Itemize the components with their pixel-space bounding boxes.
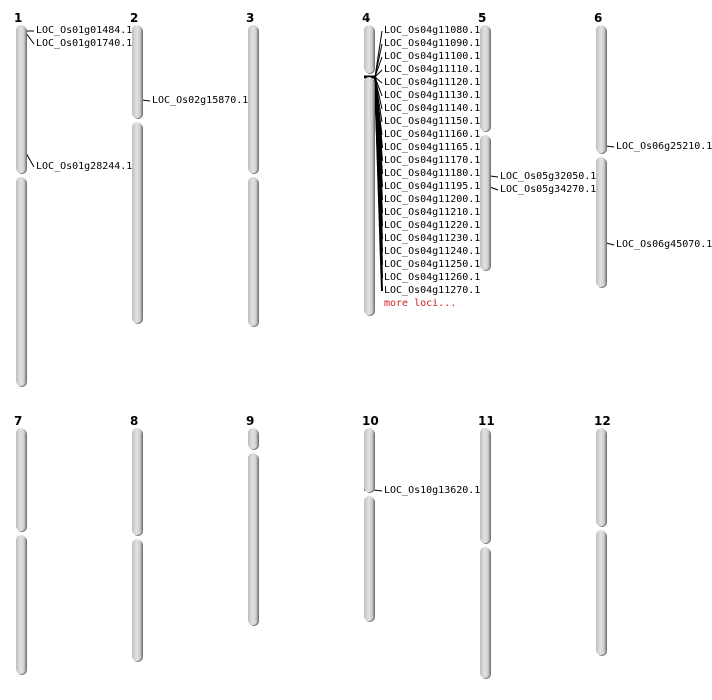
locus-label[interactable]: LOC_Os04g11150.1 bbox=[384, 116, 481, 127]
locus-connector bbox=[25, 152, 35, 168]
locus-connector bbox=[374, 76, 383, 292]
locus-connector bbox=[25, 32, 35, 45]
chromosome-arm-q[interactable] bbox=[480, 547, 490, 678]
chromosome-number: 3 bbox=[246, 11, 255, 25]
locus-label[interactable]: LOC_Os06g45070.1 bbox=[616, 239, 712, 250]
chromosome-arm-q[interactable] bbox=[596, 157, 606, 287]
locus-connector bbox=[489, 186, 499, 191]
locus-label[interactable]: LOC_Os01g01484.1 bbox=[36, 25, 133, 36]
more-loci-link[interactable]: more loci... bbox=[384, 298, 457, 309]
chromosome-number: 8 bbox=[130, 414, 139, 428]
locus-connector bbox=[605, 145, 615, 148]
locus-label[interactable]: LOC_Os04g11140.1 bbox=[384, 103, 481, 114]
locus-label[interactable]: LOC_Os04g11080.1 bbox=[384, 25, 481, 36]
chromosome-arm-p[interactable] bbox=[132, 428, 142, 535]
chromosome-arm-q[interactable] bbox=[132, 539, 142, 661]
locus-label[interactable]: LOC_Os04g11130.1 bbox=[384, 90, 481, 101]
chromosome-number: 7 bbox=[14, 414, 23, 428]
chromosome-number: 5 bbox=[478, 11, 487, 25]
locus-label[interactable]: LOC_Os04g11250.1 bbox=[384, 259, 481, 270]
locus-label[interactable]: LOC_Os04g11160.1 bbox=[384, 129, 481, 140]
locus-label[interactable]: LOC_Os04g11180.1 bbox=[384, 168, 481, 179]
locus-connector bbox=[489, 175, 499, 178]
locus-connector bbox=[374, 43, 383, 78]
locus-connector bbox=[373, 489, 383, 492]
locus-label[interactable]: LOC_Os04g11110.1 bbox=[384, 64, 481, 75]
chromosome-arm-p[interactable] bbox=[596, 428, 606, 526]
locus-connector bbox=[374, 76, 383, 84]
locus-label[interactable]: LOC_Os04g11170.1 bbox=[384, 155, 481, 166]
locus-connector bbox=[141, 99, 151, 102]
locus-connector bbox=[605, 242, 615, 246]
locus-label[interactable]: LOC_Os04g11200.1 bbox=[384, 194, 481, 205]
locus-label[interactable]: LOC_Os04g11195.1 bbox=[384, 181, 481, 192]
locus-label[interactable]: LOC_Os01g01740.1 bbox=[36, 38, 133, 49]
chromosome-number: 4 bbox=[362, 11, 371, 25]
chromosome-arm-p[interactable] bbox=[480, 428, 490, 543]
chromosome-number: 1 bbox=[14, 11, 23, 25]
chromosome-arm-p[interactable] bbox=[248, 428, 258, 449]
locus-label[interactable]: LOC_Os04g11165.1 bbox=[384, 142, 481, 153]
locus-connector bbox=[374, 56, 383, 78]
locus-label[interactable]: LOC_Os04g11120.1 bbox=[384, 77, 481, 88]
chromosome-arm-q[interactable] bbox=[248, 453, 258, 625]
locus-label[interactable]: LOC_Os01g28244.1 bbox=[36, 161, 133, 172]
chromosome-number: 6 bbox=[594, 11, 603, 25]
chromosome-arm-q[interactable] bbox=[364, 496, 374, 621]
chromosome-arm-p[interactable] bbox=[364, 25, 374, 73]
locus-label[interactable]: LOC_Os04g11260.1 bbox=[384, 272, 481, 283]
chromosome-arm-q[interactable] bbox=[132, 122, 142, 323]
chromosome-arm-p[interactable] bbox=[596, 25, 606, 153]
chromosome-arm-q[interactable] bbox=[596, 530, 606, 655]
chromosome-arm-p[interactable] bbox=[248, 25, 258, 173]
chromosome-arm-q[interactable] bbox=[364, 77, 374, 315]
chromosome-arm-q[interactable] bbox=[480, 135, 490, 270]
locus-label[interactable]: LOC_Os04g11210.1 bbox=[384, 207, 481, 218]
chromosome-arm-p[interactable] bbox=[132, 25, 142, 118]
chromosome-arm-q[interactable] bbox=[248, 177, 258, 326]
locus-label[interactable]: LOC_Os10g13620.1 bbox=[384, 485, 481, 496]
locus-label[interactable]: LOC_Os05g34270.1 bbox=[500, 184, 597, 195]
chromosome-arm-q[interactable] bbox=[16, 535, 26, 674]
locus-label[interactable]: LOC_Os04g11230.1 bbox=[384, 233, 481, 244]
locus-label[interactable]: LOC_Os02g15870.1 bbox=[152, 95, 249, 106]
chromosome-number: 2 bbox=[130, 11, 139, 25]
locus-label[interactable]: LOC_Os06g25210.1 bbox=[616, 141, 712, 152]
locus-label[interactable]: LOC_Os04g11220.1 bbox=[384, 220, 481, 231]
chromosome-number: 12 bbox=[594, 414, 611, 428]
locus-label[interactable]: LOC_Os04g11090.1 bbox=[384, 38, 481, 49]
locus-label[interactable]: LOC_Os04g11240.1 bbox=[384, 246, 481, 257]
locus-connector bbox=[374, 69, 383, 78]
chromosome-number: 10 bbox=[362, 414, 379, 428]
locus-label[interactable]: LOC_Os04g11100.1 bbox=[384, 51, 481, 62]
locus-label[interactable]: LOC_Os04g11270.1 bbox=[384, 285, 481, 296]
chromosome-arm-p[interactable] bbox=[480, 25, 490, 131]
chromosome-number: 11 bbox=[478, 414, 495, 428]
chromosome-arm-p[interactable] bbox=[16, 428, 26, 531]
locus-label[interactable]: LOC_Os05g32050.1 bbox=[500, 171, 597, 182]
chromosome-arm-q[interactable] bbox=[16, 177, 26, 386]
chromosome-number: 9 bbox=[246, 414, 255, 428]
chromosome-arm-p[interactable] bbox=[364, 428, 374, 492]
chromosome-arm-p[interactable] bbox=[16, 25, 26, 173]
